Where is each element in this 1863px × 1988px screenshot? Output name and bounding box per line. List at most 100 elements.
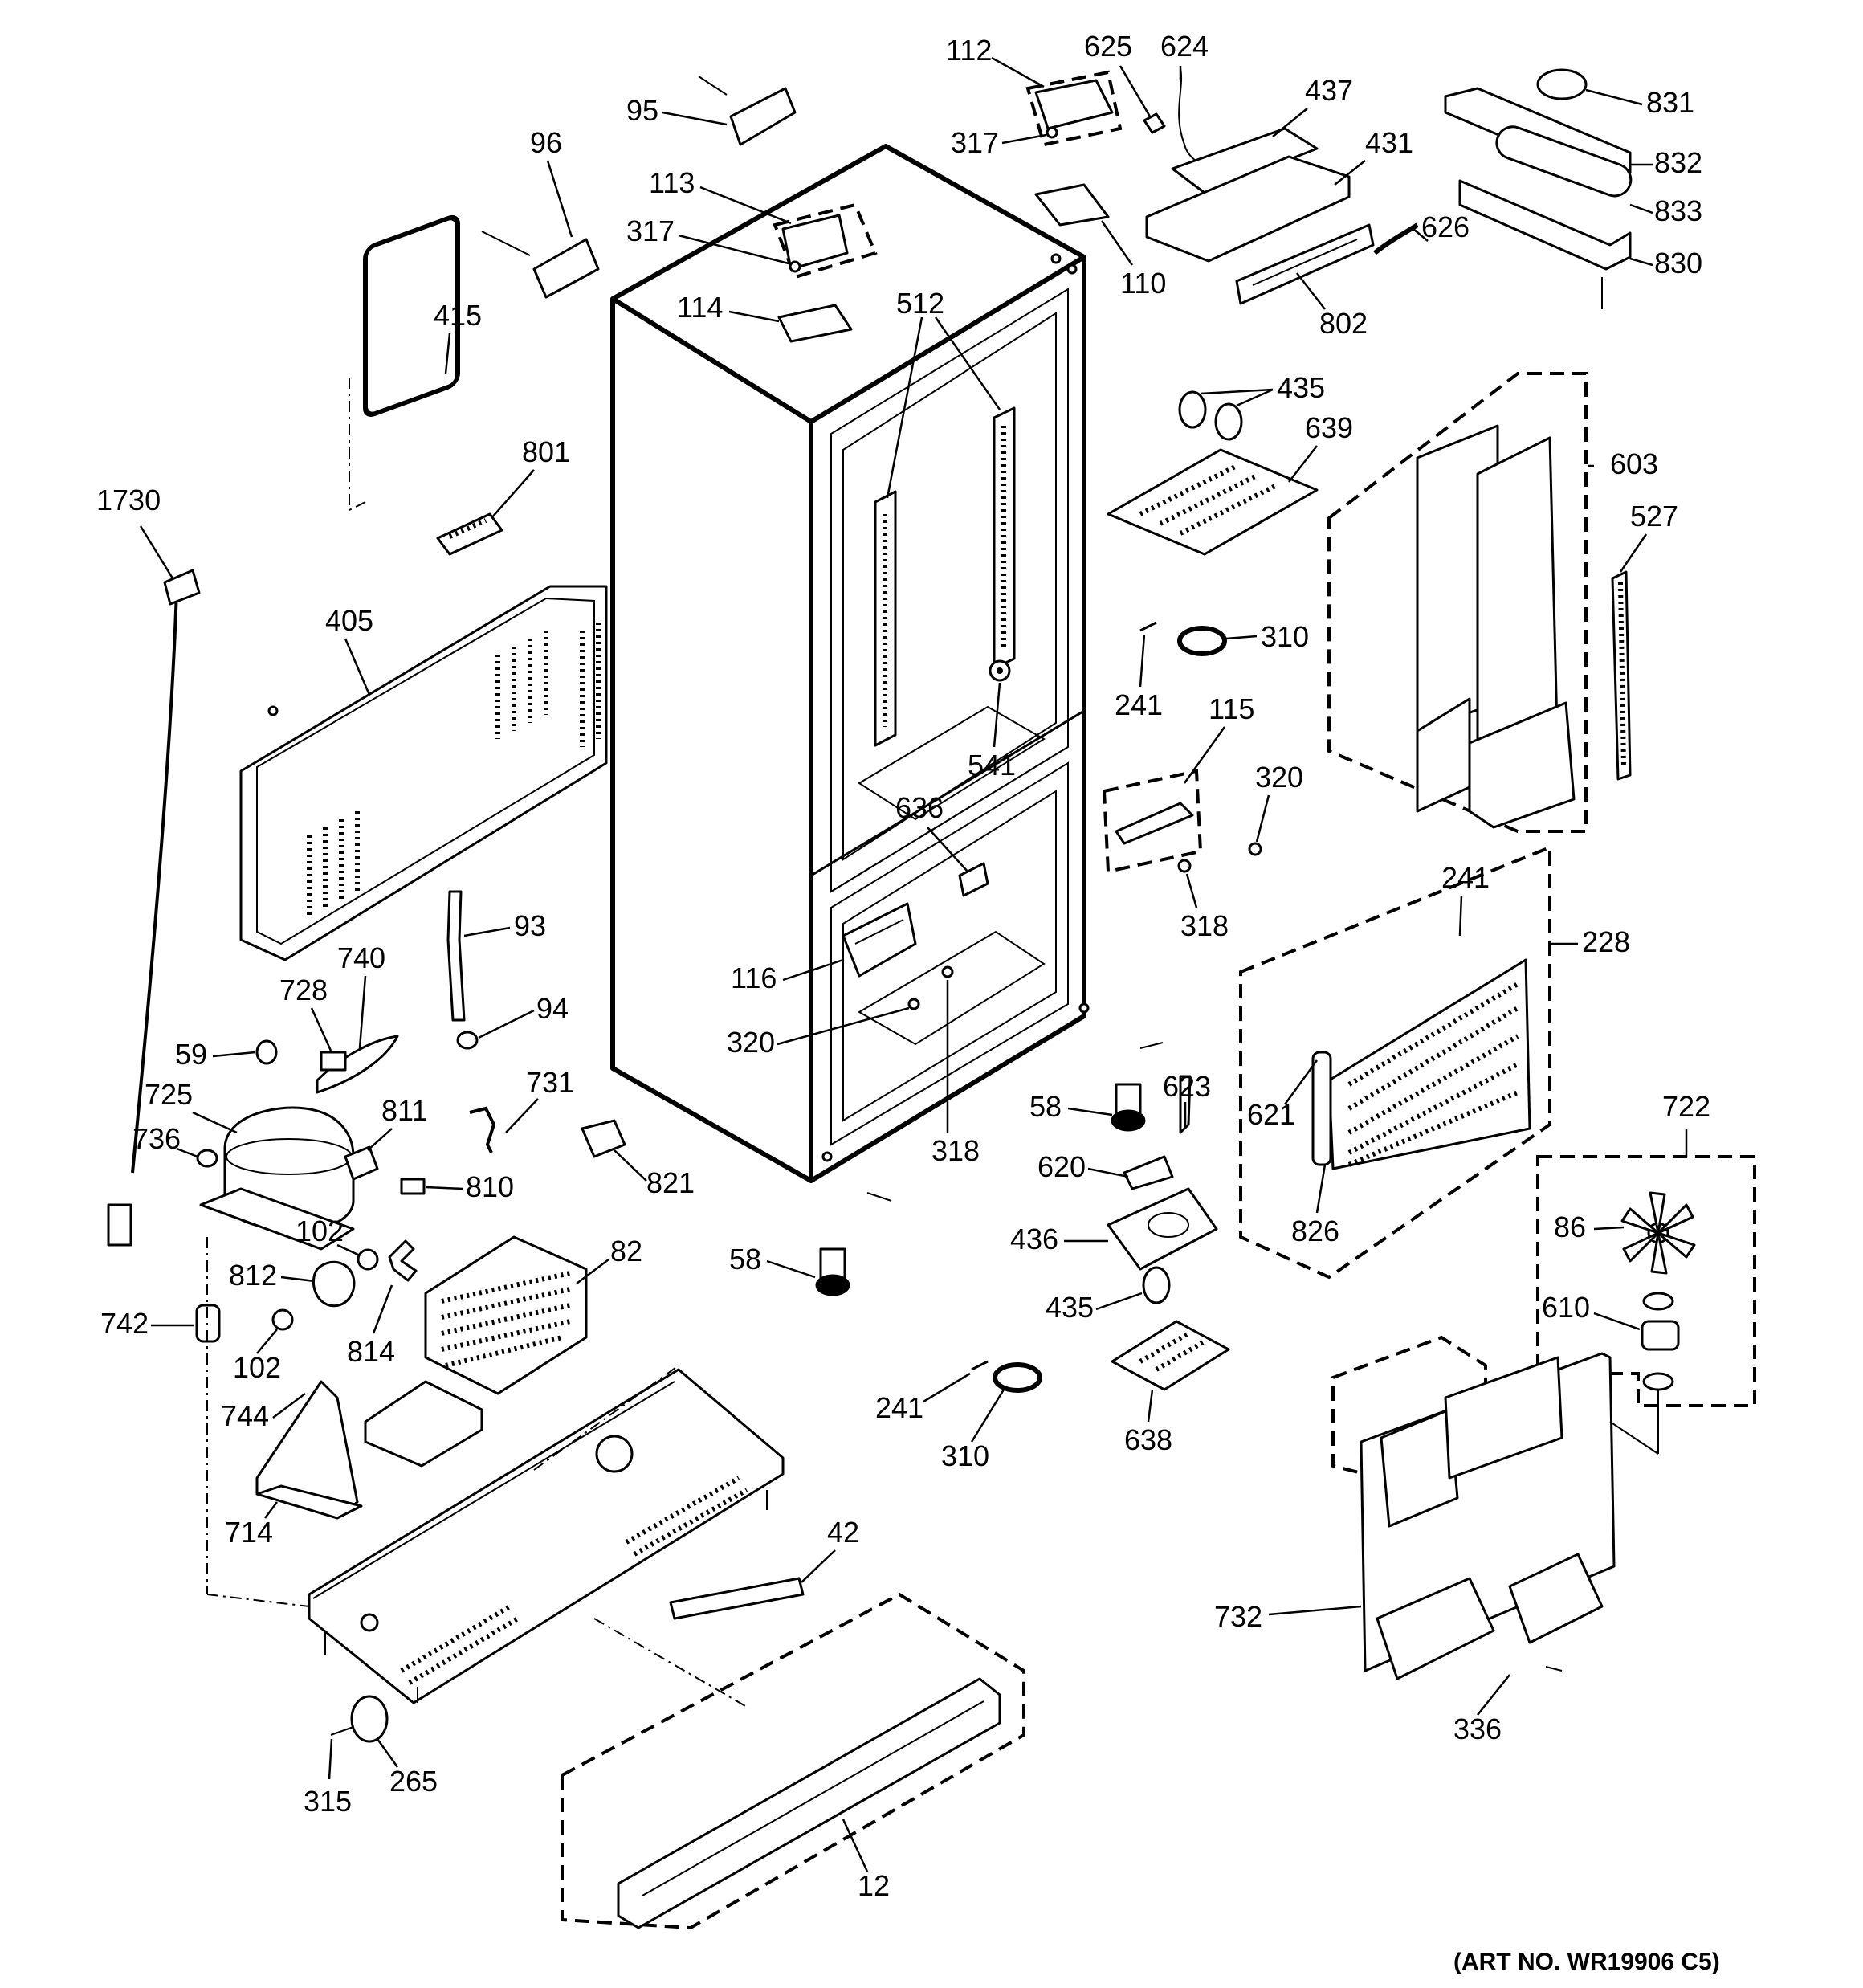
part-label-113: 113 [649, 166, 695, 199]
part-label-832: 832 [1654, 146, 1702, 179]
part-736 [196, 1149, 218, 1168]
part-58-left [815, 1247, 850, 1296]
part-437 [1171, 127, 1319, 194]
part-802 [1235, 223, 1375, 305]
part-115 [1115, 802, 1194, 845]
part-label-833: 833 [1654, 194, 1702, 227]
part-label-58-right: 58 [1029, 1090, 1062, 1123]
part-label-110: 110 [1120, 267, 1166, 300]
part-731 [469, 1106, 496, 1153]
part-label-821: 821 [646, 1166, 695, 1199]
part-label-742: 742 [100, 1307, 149, 1340]
part-label-740: 740 [337, 941, 385, 974]
part-12 [617, 1677, 1001, 1929]
part-95 [729, 87, 797, 146]
part-label-405: 405 [325, 604, 373, 637]
part-label-94: 94 [536, 992, 569, 1025]
part-label-265: 265 [389, 1765, 438, 1798]
part-label-610: 610 [1542, 1291, 1590, 1324]
part-label-58-left: 58 [729, 1243, 761, 1276]
part-label-241-evaporator: 241 [1441, 861, 1490, 894]
part-59 [255, 1039, 278, 1065]
part-435-lower [1142, 1266, 1171, 1304]
part-label-541: 541 [968, 749, 1016, 782]
part-241-lower [971, 1360, 989, 1371]
part-label-636: 636 [895, 791, 944, 824]
part-label-431: 431 [1365, 126, 1413, 159]
part-label-112: 112 [946, 34, 992, 67]
part-label-830: 830 [1654, 247, 1702, 280]
part-label-228: 228 [1582, 925, 1630, 958]
part-label-42: 42 [827, 1516, 859, 1549]
part-811 [344, 1145, 379, 1181]
part-label-102-lower: 102 [233, 1351, 281, 1384]
part-label-318-right: 318 [1180, 909, 1229, 942]
part-label-95: 95 [626, 94, 658, 127]
part-728 [320, 1051, 347, 1072]
part-label-435-lower: 435 [1046, 1291, 1094, 1324]
part-812 [312, 1260, 356, 1308]
part-label-86: 86 [1554, 1210, 1586, 1243]
part-label-603: 603 [1610, 447, 1658, 480]
part-label-317-top: 317 [951, 126, 999, 159]
part-label-626: 626 [1421, 210, 1470, 243]
part-label-731: 731 [526, 1066, 574, 1099]
part-label-512: 512 [896, 287, 944, 320]
part-638 [1111, 1320, 1230, 1391]
part-label-732: 732 [1214, 1600, 1262, 1633]
part-610 [1641, 1320, 1680, 1351]
part-86 [1620, 1191, 1696, 1275]
part-label-336: 336 [1453, 1712, 1502, 1745]
part-label-744: 744 [221, 1399, 269, 1432]
part-label-415: 415 [434, 299, 482, 332]
part-label-115: 115 [1209, 692, 1254, 725]
part-label-318-lower: 318 [932, 1134, 980, 1167]
part-96 [532, 238, 600, 299]
part-label-310-upper: 310 [1261, 620, 1309, 653]
part-58-right [1111, 1083, 1146, 1132]
part-527 [1611, 570, 1632, 781]
part-1730 [131, 590, 178, 1174]
part-110 [1034, 183, 1110, 227]
part-626 [1373, 222, 1419, 255]
part-744 [364, 1380, 483, 1468]
part-label-722: 722 [1662, 1090, 1710, 1123]
part-431 [1145, 155, 1351, 263]
part-831 [1536, 68, 1588, 100]
part-636 [958, 862, 989, 897]
part-620 [1123, 1155, 1174, 1190]
part-436 [1107, 1187, 1218, 1271]
part-405 [239, 585, 608, 961]
part-93 [446, 890, 466, 1022]
part-label-315: 315 [304, 1785, 352, 1818]
part-label-639: 639 [1305, 411, 1353, 444]
part-label-320-lower: 320 [727, 1026, 775, 1059]
part-label-638: 638 [1124, 1423, 1172, 1456]
part-830 [1458, 179, 1632, 271]
part-label-12: 12 [858, 1869, 890, 1902]
part-label-802: 802 [1319, 307, 1368, 340]
part-265 [350, 1695, 389, 1743]
part-label-811: 811 [381, 1094, 427, 1127]
part-label-435-upper: 435 [1277, 371, 1325, 404]
part-label-620: 620 [1037, 1150, 1086, 1183]
part-639 [1107, 448, 1319, 556]
part-94 [456, 1031, 479, 1050]
part-821 [581, 1119, 626, 1158]
part-label-725: 725 [145, 1078, 193, 1111]
part-114 [777, 304, 853, 343]
shelf-rails [874, 406, 1016, 747]
part-732 [1360, 1352, 1616, 1680]
part-label-621: 621 [1247, 1098, 1295, 1131]
part-label-82: 82 [610, 1235, 642, 1268]
part-label-714: 714 [225, 1516, 273, 1549]
part-label-241-lower: 241 [875, 1391, 923, 1424]
part-315 [330, 1726, 354, 1736]
part-603 [1416, 424, 1576, 829]
part-label-320-right: 320 [1255, 761, 1303, 794]
part-112 [1034, 79, 1114, 130]
part-415 [363, 214, 460, 417]
part-label-728: 728 [279, 974, 328, 1006]
part-833 [1495, 125, 1633, 198]
part-label-116: 116 [731, 961, 777, 994]
